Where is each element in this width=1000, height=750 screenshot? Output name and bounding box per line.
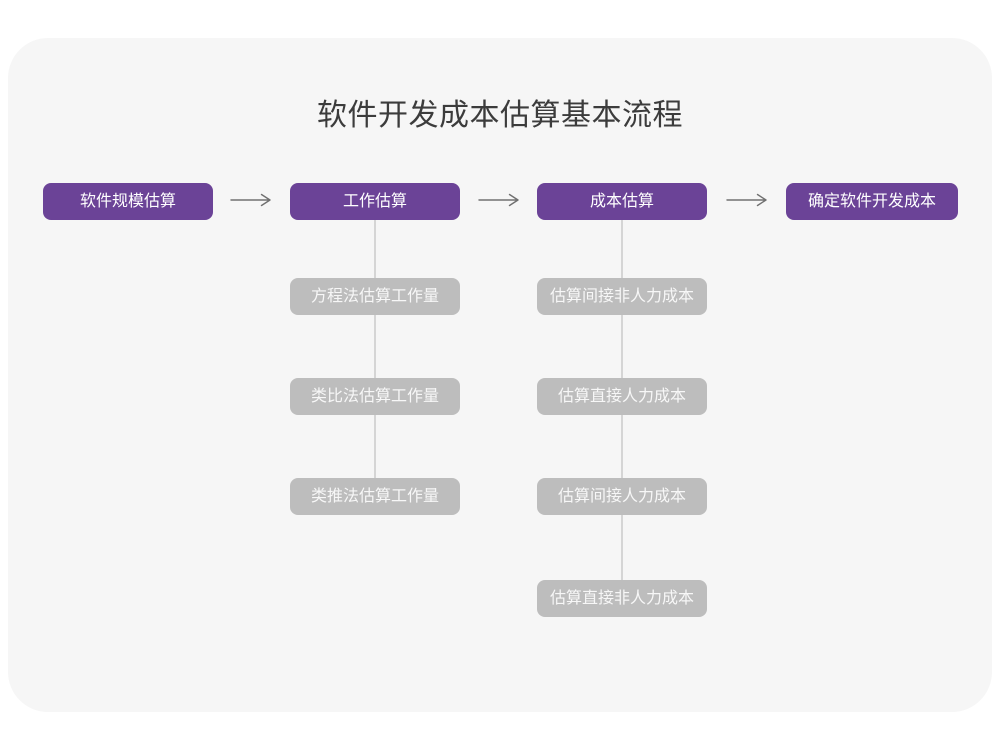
flowchart-card: 软件开发成本估算基本流程 软件规模估算 工作估算 成本估算 确定软件开发成本 方…: [8, 38, 992, 712]
connector-line-work-branch: [374, 220, 376, 496]
arrow-right-icon: [230, 193, 271, 207]
node-analogy-method: 类比法估算工作量: [290, 378, 460, 415]
node-cost-estimation: 成本估算: [537, 183, 707, 220]
arrow-right-icon: [726, 193, 767, 207]
node-direct-nonlabor-cost: 估算直接非人力成本: [537, 580, 707, 617]
node-determine-development-cost: 确定软件开发成本: [786, 183, 958, 220]
diagram-title: 软件开发成本估算基本流程: [317, 99, 683, 132]
arrow-right-icon: [478, 193, 519, 207]
node-indirect-labor-cost: 估算间接人力成本: [537, 478, 707, 515]
node-direct-labor-cost: 估算直接人力成本: [537, 378, 707, 415]
node-extrapolation-method: 类推法估算工作量: [290, 478, 460, 515]
node-work-estimation: 工作估算: [290, 183, 460, 220]
node-indirect-nonlabor-cost: 估算间接非人力成本: [537, 278, 707, 315]
node-equation-method: 方程法估算工作量: [290, 278, 460, 315]
node-software-size-estimation: 软件规模估算: [43, 183, 213, 220]
